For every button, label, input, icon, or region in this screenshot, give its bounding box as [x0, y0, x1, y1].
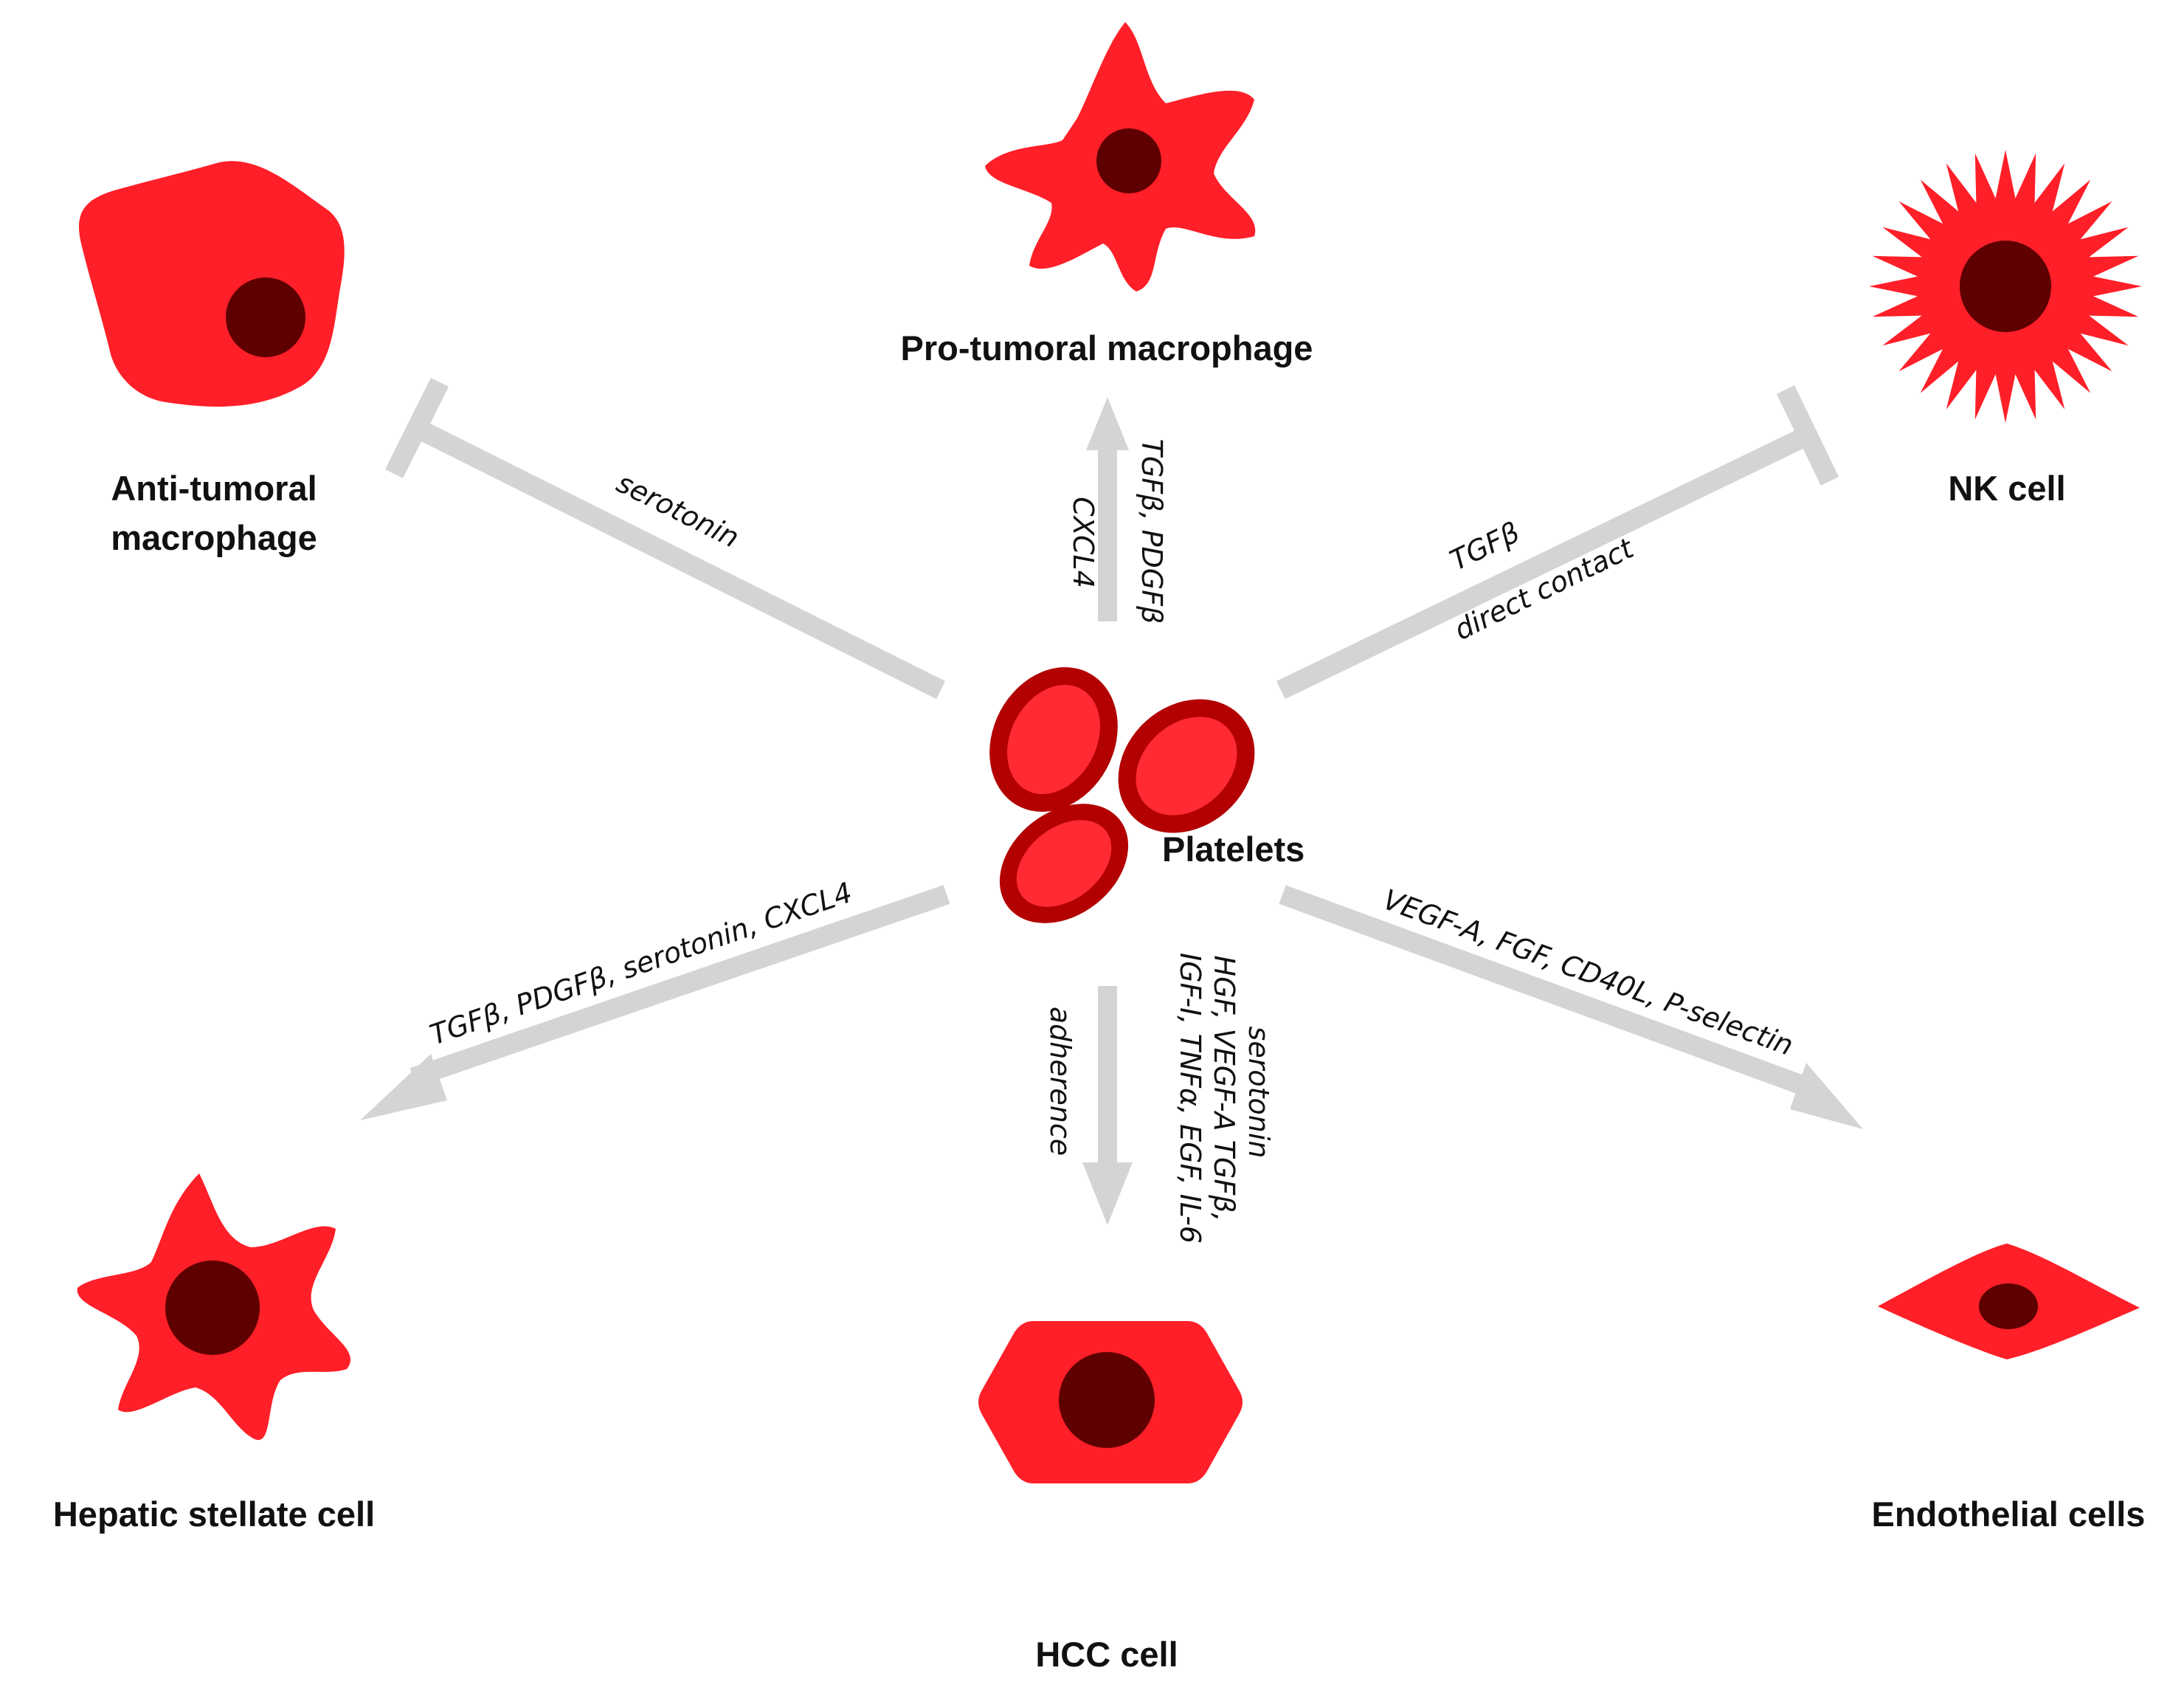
- anti-tumoral-macrophage-label-line2: macrophage: [111, 518, 317, 557]
- inhibit-bar-end: [1776, 385, 1839, 486]
- serotonin-hcc-label: serotonin: [1243, 1027, 1275, 1159]
- tgfb-pdgfb-pro-tumoral-label: TGFβ, PDGFβ: [1136, 439, 1168, 624]
- nucleus-icon: [1979, 1283, 2038, 1329]
- platelet-3: [999, 804, 1129, 923]
- cxcl4-pro-tumoral-label: CXCL4: [1067, 497, 1099, 588]
- endothelial-cell: [1878, 1244, 2140, 1359]
- arrow-connector-pro-tumoral: [1086, 397, 1129, 621]
- nk-cell: [1869, 150, 2142, 423]
- anti-tumoral-macrophage-cell: [79, 161, 345, 407]
- platelet-1: [989, 667, 1118, 812]
- nucleus-icon: [1096, 128, 1161, 193]
- pro-tumoral-macrophage-cell: [985, 22, 1256, 292]
- anti-tumoral-macrophage-label-line1: Anti-tumoral: [111, 469, 317, 508]
- arrow-connector-stellate: [360, 885, 950, 1120]
- arrow-connector-hcc: [1082, 986, 1133, 1225]
- adherence-hcc-label: adherence: [1044, 1007, 1077, 1156]
- nucleus-icon: [1960, 241, 2051, 332]
- hepatic-stellate-cell-label: Hepatic stellate cell: [53, 1494, 375, 1534]
- hcc-cell-label: HCC cell: [1035, 1635, 1178, 1674]
- hcc-cell: [978, 1321, 1243, 1483]
- nk-cell-label: NK cell: [1948, 469, 2065, 508]
- igf-tnf-hcc-label: IGF-I, TNFα, EGF, IL-6: [1174, 953, 1206, 1244]
- nucleus-icon: [226, 277, 305, 357]
- arrow-connector-endothelial: [1279, 885, 1863, 1129]
- nucleus-icon: [165, 1261, 260, 1355]
- stellate-mediators-label: TGFβ, PDGFβ, serotonin, CXCL4: [426, 876, 856, 1051]
- hgf-vegf-hcc-label: HGF, VEGF-A TGFβ,: [1208, 956, 1240, 1222]
- endothelial-mediators-label: VEGF-A, FGF, CD40L, P-selectin: [1379, 883, 1797, 1062]
- inhibit-bar-end: [384, 377, 449, 479]
- platelets-label: Platelets: [1162, 830, 1304, 869]
- platelets-cluster: [989, 667, 1255, 923]
- inhibit-connector-anti-tumoral: [384, 377, 946, 700]
- inhibit-connector-nk: [1276, 385, 1839, 700]
- platelet-2: [1118, 699, 1255, 833]
- endothelial-cells-label: Endothelial cells: [1872, 1494, 2146, 1534]
- hepatic-stellate-cell: [77, 1173, 351, 1441]
- pro-tumoral-macrophage-label: Pro-tumoral macrophage: [901, 328, 1313, 368]
- nucleus-icon: [1059, 1352, 1155, 1448]
